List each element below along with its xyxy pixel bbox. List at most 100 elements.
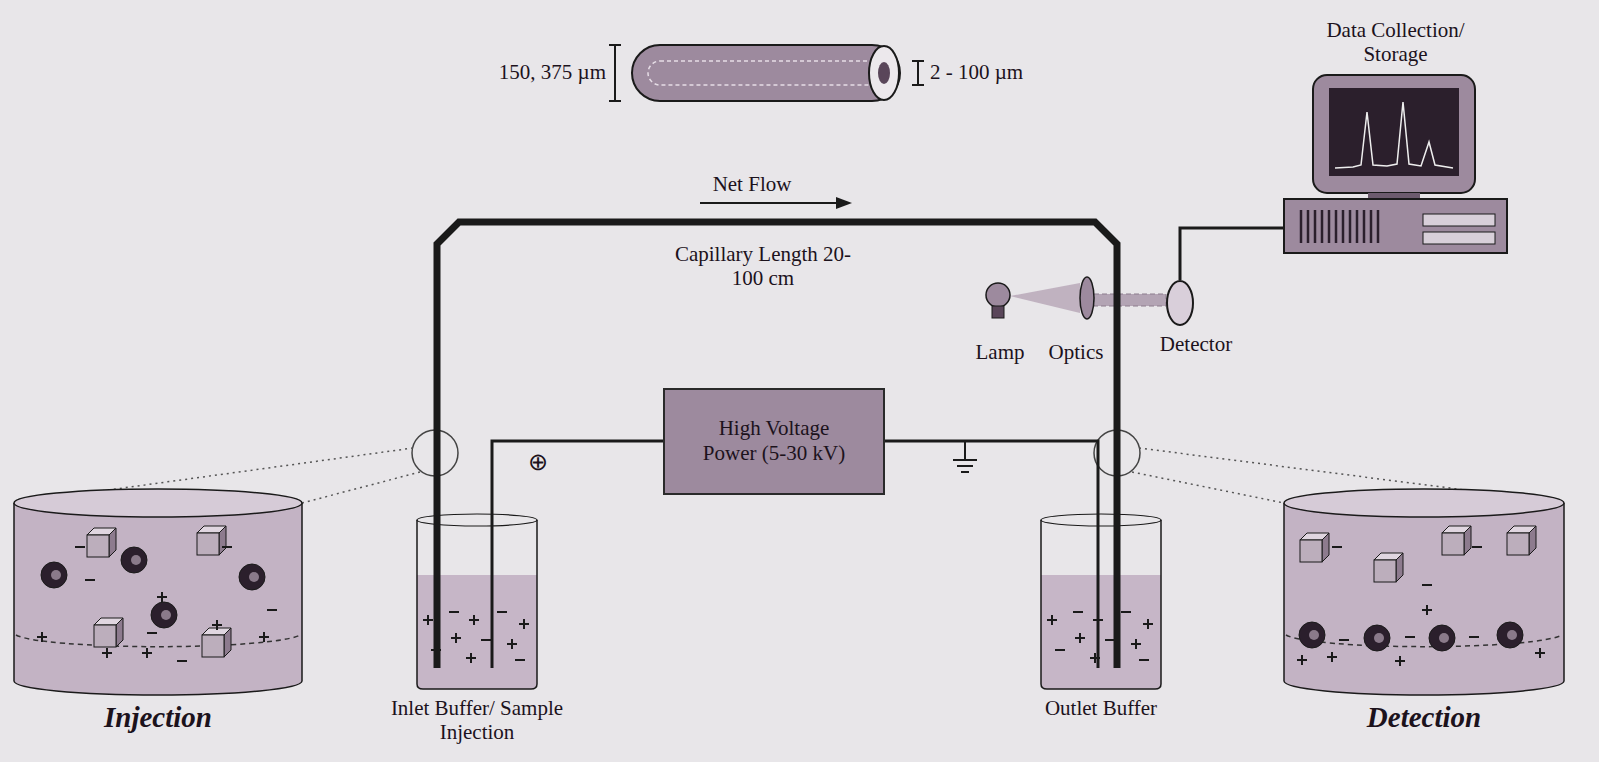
tube-end (869, 46, 899, 100)
plus-charge (142, 648, 152, 658)
monitor-screen (1329, 88, 1459, 176)
minus-charge (85, 580, 95, 581)
ground-wire (885, 441, 1098, 520)
charged-sphere (1429, 625, 1455, 651)
injection-inset-outline (12, 485, 304, 695)
drive-slot (1423, 232, 1495, 244)
inlet-beaker-outline (416, 520, 538, 690)
outer-diameter-bar (609, 45, 621, 101)
minus-charge (1469, 637, 1479, 638)
part-label: Data Collection/ Storage (1296, 18, 1496, 66)
plus-charge (1327, 652, 1337, 662)
flow-arrow (700, 202, 838, 204)
minus-charge (431, 650, 441, 651)
outlet-beaker: Outlet Buffer (1040, 520, 1162, 690)
light-beam (1094, 294, 1166, 306)
minus-charge (497, 612, 507, 613)
detector-shape (1167, 281, 1193, 325)
light-cone (1010, 283, 1080, 313)
dimension-label: Capillary Length 20-100 cm (668, 242, 858, 290)
plus-charge (451, 633, 461, 643)
neutral-cube (1442, 526, 1471, 555)
minus-charge (1139, 660, 1149, 661)
capillary-end (434, 520, 441, 668)
inlet-beaker: Inlet Buffer/ Sample Injection (416, 520, 538, 690)
plus-charge (1090, 653, 1100, 663)
minus-charge (1472, 547, 1482, 548)
capillary-tube (632, 45, 900, 101)
part-label: Outlet Buffer (1001, 696, 1201, 720)
optics-lens (1080, 277, 1094, 319)
anode-wire (492, 441, 663, 520)
charged-sphere (1497, 622, 1523, 648)
plus-charge (1422, 605, 1432, 615)
minus-charge (1055, 650, 1065, 651)
neutral-cube (94, 618, 123, 647)
injection-inset: Injection (12, 485, 304, 695)
electrode (491, 520, 494, 668)
inset-title: Injection (48, 701, 268, 734)
tube-bore (648, 61, 880, 85)
computer-outline (1283, 72, 1508, 255)
detector: Detector (1166, 280, 1194, 326)
detection-inset: Detection (1282, 485, 1566, 695)
capillary-end (1114, 520, 1121, 668)
part-label: Lamp (960, 340, 1040, 364)
plus-charge (423, 615, 433, 625)
flow-arrowhead (836, 197, 852, 209)
computer: Data Collection/ Storage (1283, 72, 1508, 255)
plus-charge (102, 648, 112, 658)
part-label: Optics (1040, 340, 1112, 364)
monitor (1313, 75, 1475, 193)
charged-sphere (239, 564, 265, 590)
box-label: High Voltage Power (5-30 kV) (697, 416, 851, 466)
beaker-rim (1041, 514, 1161, 526)
inner-diameter-bar (912, 61, 924, 85)
neutral-cube (87, 528, 116, 557)
minus-charge (75, 547, 85, 548)
plus-charge (469, 615, 479, 625)
electropherogram (1335, 102, 1453, 168)
minus-charge (267, 610, 277, 611)
capillary (437, 222, 1117, 520)
plus-charge (507, 639, 517, 649)
inset-title: Detection (1314, 701, 1534, 734)
beaker-wall (1041, 520, 1161, 689)
plus-charge (1535, 648, 1545, 658)
charged-sphere (1364, 625, 1390, 651)
inset-cylinder (14, 503, 302, 695)
detection-inset-outline (1282, 485, 1566, 695)
minus-charge (515, 660, 525, 661)
dimension-label: 2 - 100 µm (930, 60, 1070, 84)
lamp-base (992, 306, 1004, 318)
plus-charge (1297, 655, 1307, 665)
minus-charge (222, 547, 232, 548)
minus-charge (1121, 612, 1131, 613)
neutral-cube (197, 526, 226, 555)
charged-sphere (41, 562, 67, 588)
plus-charge (1075, 633, 1085, 643)
minus-charge (1339, 640, 1349, 641)
charged-sphere (121, 547, 147, 573)
leader-line (1132, 472, 1284, 503)
vent-stripes (1301, 210, 1378, 243)
neutral-cube (202, 628, 231, 657)
minus-charge (1405, 637, 1415, 638)
plus-charge (1131, 639, 1141, 649)
inset-top (14, 489, 302, 517)
computer-case (1284, 199, 1507, 253)
charged-sphere (1299, 622, 1325, 648)
plus-charge (1047, 615, 1057, 625)
plus-charge (37, 632, 47, 642)
plus-charge (157, 592, 167, 602)
minus-charge (1332, 547, 1342, 548)
plus-charge (466, 653, 476, 663)
drive-slot (1423, 214, 1495, 226)
plus-charge (519, 619, 529, 629)
ground-symbol (953, 441, 977, 472)
polarity-symbol: ⊕ (524, 449, 552, 477)
neutral-cube (1507, 526, 1536, 555)
detector-outline (1166, 280, 1194, 326)
power-supply-box: High Voltage Power (5-30 kV) (663, 388, 885, 495)
